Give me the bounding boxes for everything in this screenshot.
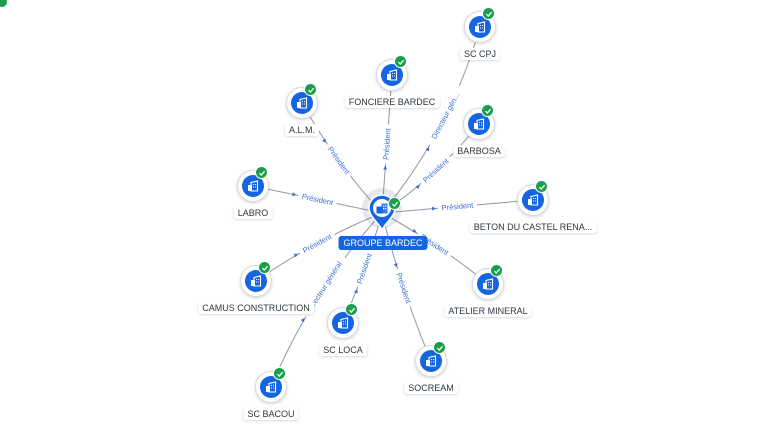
company-node-circle[interactable] bbox=[240, 261, 272, 297]
company-node-circle[interactable] bbox=[327, 303, 359, 339]
company-node-label[interactable]: SC CPJ bbox=[459, 48, 501, 60]
edge-label-camus-construction: Président bbox=[301, 232, 334, 255]
company-node-circle[interactable] bbox=[376, 55, 408, 91]
edge-label-bg bbox=[393, 267, 415, 308]
verified-check-icon bbox=[394, 55, 407, 68]
arrow-icon bbox=[300, 317, 305, 323]
company-node-circle[interactable] bbox=[237, 166, 269, 202]
arrow-icon bbox=[383, 165, 388, 170]
arrow-icon bbox=[425, 146, 430, 152]
edge-label-bg bbox=[380, 124, 393, 164]
arrow-icon bbox=[322, 138, 327, 143]
edge-label-bg bbox=[437, 199, 478, 213]
edge-label-bg bbox=[418, 153, 453, 187]
verified-check-icon bbox=[273, 367, 286, 380]
company-node-circle[interactable] bbox=[255, 367, 287, 403]
verified-check-icon bbox=[535, 180, 548, 193]
edge-label-bg bbox=[353, 248, 375, 289]
edge-label-group-camus-construction: Président bbox=[293, 229, 337, 258]
edge-label-group-sc-cpj: Directeur gén... bbox=[425, 84, 465, 152]
corner-marker-icon bbox=[0, 0, 7, 7]
company-node-label[interactable]: SC BACOU bbox=[243, 408, 299, 420]
edge-label-alm: Président bbox=[326, 145, 352, 177]
company-node-label[interactable]: ATELIER MINERAL bbox=[444, 305, 532, 317]
building-icon bbox=[381, 64, 403, 86]
building-icon bbox=[260, 376, 282, 398]
company-node-circle[interactable] bbox=[464, 7, 496, 43]
building-icon bbox=[332, 312, 354, 334]
edge-label-barbosa: Président bbox=[421, 156, 451, 185]
arrow-icon bbox=[431, 206, 437, 211]
building-icon bbox=[522, 189, 544, 211]
edge-label-group-sc-loca: Président bbox=[353, 248, 375, 294]
company-node-circle[interactable] bbox=[463, 104, 495, 140]
edge-label-group-alm: Président bbox=[322, 138, 355, 179]
verified-check-icon bbox=[258, 261, 271, 274]
verified-check-icon bbox=[482, 7, 495, 20]
building-icon bbox=[420, 350, 442, 372]
company-node-label[interactable]: SC LOCA bbox=[319, 344, 367, 356]
arrow-icon bbox=[393, 263, 398, 268]
edge-label-group-labro: Président bbox=[292, 190, 338, 208]
company-node-circle[interactable] bbox=[415, 341, 447, 377]
arrow-icon bbox=[415, 184, 420, 190]
arrow-icon bbox=[292, 192, 297, 197]
verified-check-icon bbox=[433, 341, 446, 354]
building-icon bbox=[291, 92, 313, 114]
company-node-label[interactable]: BARBOSA bbox=[453, 145, 505, 157]
edge-label-fonciere-bardec: Président bbox=[381, 127, 392, 160]
edge-label-labro: Président bbox=[301, 192, 335, 207]
company-node-circle[interactable] bbox=[517, 180, 549, 216]
company-node-label[interactable]: LABRO bbox=[233, 207, 273, 219]
company-node-circle[interactable] bbox=[472, 264, 504, 300]
arrow-icon bbox=[353, 288, 358, 294]
verified-check-icon bbox=[255, 166, 268, 179]
edge-label-bg bbox=[425, 84, 465, 148]
arrow-icon bbox=[412, 228, 417, 233]
building-icon bbox=[477, 273, 499, 295]
edge-label-group-barbosa: Président bbox=[415, 153, 453, 190]
company-node-circle[interactable] bbox=[286, 83, 318, 119]
edge-label-group-beton-du-castel: Président bbox=[431, 199, 478, 213]
verified-check-icon bbox=[345, 303, 358, 316]
center-node-label[interactable]: GROUPE BARDEC bbox=[338, 236, 428, 250]
edge-label-group-socream: Président bbox=[393, 263, 415, 308]
edge-label-bg bbox=[297, 190, 338, 208]
edge-label-bg bbox=[297, 229, 337, 257]
company-node-label[interactable]: BETON DU CASTEL RENA... bbox=[469, 221, 597, 233]
company-node-label[interactable]: FONCIERE BARDEC bbox=[344, 96, 440, 108]
edge-label-beton-du-castel: Président bbox=[441, 201, 474, 213]
edge-label-group-fonciere-bardec: Président bbox=[380, 124, 393, 170]
edge-label-socream: Président bbox=[394, 271, 413, 305]
arrow-icon bbox=[293, 253, 299, 258]
building-icon bbox=[469, 16, 491, 38]
company-node-label[interactable]: A.L.M. bbox=[284, 124, 320, 136]
verified-check-icon bbox=[388, 197, 401, 210]
verified-check-icon bbox=[481, 104, 494, 117]
verified-check-icon bbox=[304, 83, 317, 96]
edge-label-bg bbox=[324, 141, 355, 179]
edge-label-sc-loca: Président bbox=[355, 251, 374, 285]
building-icon bbox=[245, 270, 267, 292]
company-node-label[interactable]: CAMUS CONSTRUCTION bbox=[198, 302, 314, 314]
company-node-label[interactable]: SOCREAM bbox=[404, 382, 458, 394]
verified-check-icon bbox=[490, 264, 503, 277]
building-icon bbox=[242, 175, 264, 197]
building-icon bbox=[468, 113, 490, 135]
